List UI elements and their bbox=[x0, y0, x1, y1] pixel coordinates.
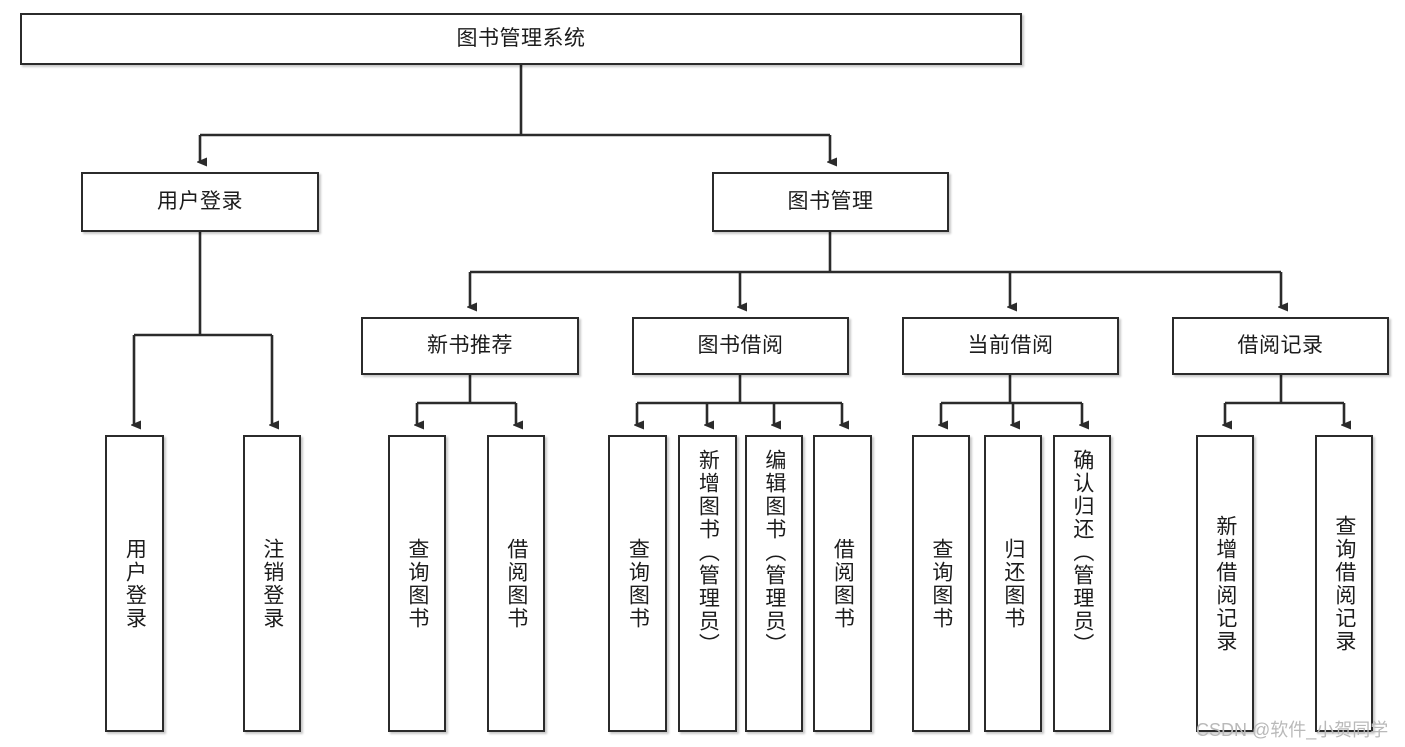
node-leaf-add-record-label: 新增借阅记录 bbox=[1213, 514, 1237, 653]
node-borrow-records-label: 借阅记录 bbox=[1237, 333, 1324, 357]
node-leaf-confirm-return[interactable]: 确认归还（管理员） bbox=[1053, 435, 1111, 732]
node-book-management-label: 图书管理 bbox=[787, 189, 874, 213]
node-leaf-query-record-label: 查询借阅记录 bbox=[1332, 514, 1356, 653]
node-user-login[interactable]: 用户登录 bbox=[81, 172, 319, 232]
node-leaf-borrow-book-2[interactable]: 借阅图书 bbox=[813, 435, 872, 732]
node-leaf-query-record[interactable]: 查询借阅记录 bbox=[1315, 435, 1373, 732]
node-leaf-add-book-label: 新增图书（管理员） bbox=[696, 449, 720, 656]
node-user-login-label: 用户登录 bbox=[157, 189, 243, 213]
node-leaf-query-book-1-label: 查询图书 bbox=[405, 537, 429, 630]
node-leaf-borrow-book-1[interactable]: 借阅图书 bbox=[487, 435, 545, 732]
node-leaf-borrow-book-1-label: 借阅图书 bbox=[504, 537, 528, 630]
node-root[interactable]: 图书管理系统 bbox=[20, 13, 1022, 65]
node-book-borrow-label: 图书借阅 bbox=[697, 333, 784, 357]
node-leaf-logout-label: 注销登录 bbox=[260, 537, 284, 630]
watermark-text: CSDN @软件_小贺同学 bbox=[1196, 720, 1389, 740]
node-book-borrow[interactable]: 图书借阅 bbox=[632, 317, 849, 375]
node-leaf-return-book[interactable]: 归还图书 bbox=[984, 435, 1042, 732]
node-leaf-query-book-1[interactable]: 查询图书 bbox=[388, 435, 446, 732]
node-root-label: 图书管理系统 bbox=[456, 26, 586, 50]
node-leaf-query-book-3[interactable]: 查询图书 bbox=[912, 435, 970, 732]
node-borrow-records[interactable]: 借阅记录 bbox=[1172, 317, 1389, 375]
node-leaf-edit-book-label: 编辑图书（管理员） bbox=[762, 449, 786, 656]
node-leaf-query-book-2[interactable]: 查询图书 bbox=[608, 435, 667, 732]
node-new-book-recommend-label: 新书推荐 bbox=[427, 333, 513, 357]
node-leaf-query-book-2-label: 查询图书 bbox=[626, 537, 650, 630]
node-book-management[interactable]: 图书管理 bbox=[712, 172, 949, 232]
node-leaf-borrow-book-2-label: 借阅图书 bbox=[831, 537, 855, 630]
node-leaf-edit-book[interactable]: 编辑图书（管理员） bbox=[745, 435, 803, 732]
node-leaf-add-book[interactable]: 新增图书（管理员） bbox=[678, 435, 737, 732]
node-current-borrow[interactable]: 当前借阅 bbox=[902, 317, 1119, 375]
node-leaf-logout[interactable]: 注销登录 bbox=[243, 435, 301, 732]
node-current-borrow-label: 当前借阅 bbox=[967, 333, 1054, 357]
node-leaf-user-login-label: 用户登录 bbox=[123, 537, 147, 630]
node-leaf-user-login[interactable]: 用户登录 bbox=[105, 435, 164, 732]
node-leaf-return-book-label: 归还图书 bbox=[1001, 537, 1025, 630]
node-new-book-recommend[interactable]: 新书推荐 bbox=[361, 317, 579, 375]
node-leaf-query-book-3-label: 查询图书 bbox=[929, 537, 953, 630]
node-leaf-confirm-return-label: 确认归还（管理员） bbox=[1070, 449, 1094, 656]
node-leaf-add-record[interactable]: 新增借阅记录 bbox=[1196, 435, 1254, 732]
